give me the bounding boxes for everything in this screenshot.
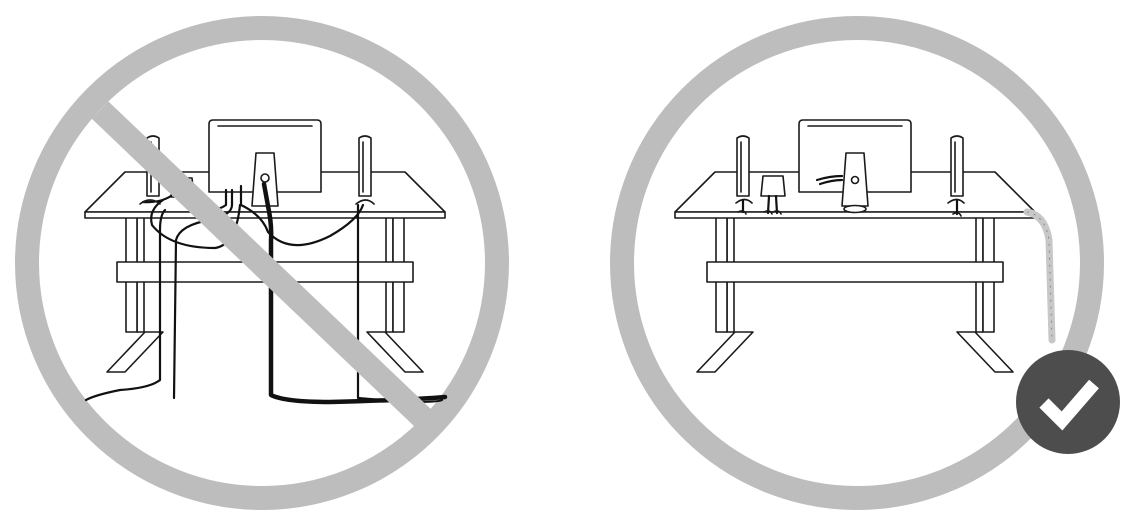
tidy-cables: [735, 174, 965, 217]
left-speaker: [736, 135, 750, 197]
prohibited-ring-icon: [15, 16, 509, 510]
cable-sleeve: [1023, 208, 1056, 344]
messy-cables-panel: [15, 16, 509, 510]
approved-ring-icon: [610, 16, 1104, 510]
right-speaker: [950, 135, 964, 197]
desk-grommet: [843, 204, 867, 214]
right-speaker: [358, 135, 372, 197]
prohibited-slash-icon: [91, 101, 434, 429]
power-adapter: [760, 175, 786, 197]
monitor: [798, 119, 912, 207]
managed-cables-panel: [610, 16, 1120, 510]
checkmark-icon: [1016, 350, 1120, 454]
